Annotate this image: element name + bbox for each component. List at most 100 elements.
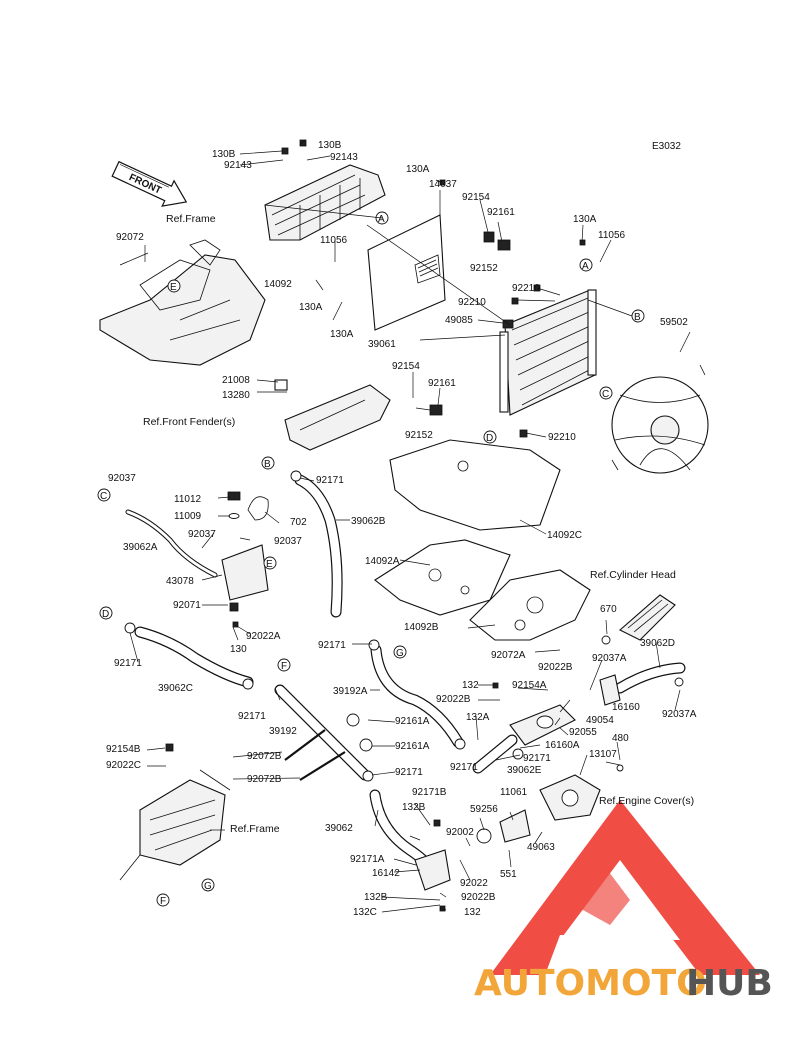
label-43078: 43078 (166, 576, 194, 587)
callout-b1: B (634, 312, 641, 323)
label-49063: 49063 (527, 842, 555, 853)
watermark-part2: HUB (686, 963, 773, 1004)
label-39061: 39061 (368, 339, 396, 350)
ref-frame-top: Ref.Frame (166, 213, 216, 225)
radiator-guard-14037 (367, 214, 446, 331)
label-13107: 13107 (589, 749, 617, 760)
thermostat-housing (509, 674, 621, 746)
label-92143-r: 92143 (330, 152, 358, 163)
hose-39062B (294, 474, 343, 618)
label-92171-left: 92171 (114, 658, 142, 669)
label-21008: 21008 (222, 375, 250, 386)
callout-e1: E (170, 282, 177, 293)
label-39062: 39062 (325, 823, 353, 834)
splash-shield-14092A (374, 539, 511, 616)
label-92072B-a: 92072B (247, 751, 282, 762)
label-92143-l: 92143 (224, 160, 252, 171)
label-130B-r: 130B (318, 140, 342, 151)
hose-39062E (472, 734, 518, 774)
water-pump (414, 774, 601, 891)
label-92037A-a: 92037A (592, 653, 627, 664)
label-92002: 92002 (446, 827, 474, 838)
ref-engine-cover-1: Ref.Engine Cover(s) (599, 795, 694, 807)
label-14092C: 14092C (547, 530, 582, 541)
label-11012: 11012 (174, 494, 202, 505)
callout-a1: A (378, 214, 385, 225)
callout-e2: E (266, 559, 273, 570)
label-92171-top: 92171 (316, 475, 344, 486)
label-92072A: 92072A (491, 650, 526, 661)
label-92022: 92022 (460, 878, 488, 889)
label-92161A-a: 92161A (395, 716, 430, 727)
label-132C: 132C (353, 907, 377, 918)
hose-39062A (125, 509, 218, 578)
callout-g1: G (396, 648, 404, 659)
label-11009: 11009 (174, 511, 202, 522)
label-39062D: 39062D (640, 638, 675, 649)
label-16142: 16142 (372, 868, 400, 879)
wire-92072B (284, 729, 346, 781)
pipe-39192 (274, 684, 371, 781)
label-92161-mid: 92161 (428, 378, 456, 389)
label-92072-frame: 92072 (116, 232, 144, 243)
label-92071: 92071 (173, 600, 201, 611)
label-39062A: 39062A (123, 542, 158, 553)
label-16160: 16160 (612, 702, 640, 713)
label-130B-l: 130B (212, 149, 236, 160)
watermark-part1: AUTOMOTO (474, 963, 707, 1004)
front-arrow-icon: FRONT (111, 160, 188, 207)
label-14092B: 14092B (404, 622, 439, 633)
frame-top-left (99, 239, 266, 366)
label-92022A: 92022A (246, 631, 281, 642)
callout-f2: F (160, 896, 166, 907)
front-fender-bracket (274, 379, 391, 451)
label-92210-a: 92210 (512, 283, 540, 294)
label-92171B: 92171B (412, 787, 447, 798)
label-14092: 14092 (264, 279, 292, 290)
label-92161-top: 92161 (487, 207, 515, 218)
watermark-text: AUTOMOTO HUB (474, 963, 773, 1004)
watermark-logo (490, 800, 760, 975)
cooling-fan-59502 (611, 364, 709, 474)
label-14092A: 14092A (365, 556, 400, 567)
label-59502: 59502 (660, 317, 688, 328)
ref-frame-bottom: Ref.Frame (230, 823, 280, 835)
pipe-39192A (370, 644, 464, 748)
callout-b2: B (264, 459, 271, 470)
label-92154A: 92154A (512, 680, 547, 691)
radiator-39061 (499, 289, 597, 416)
label-132-b: 132 (464, 907, 481, 918)
callout-markers: A A B C D E B C E D F G F G (97, 211, 645, 907)
label-92055: 92055 (569, 727, 597, 738)
label-92171-mid: 92171 (318, 640, 346, 651)
label-39062B: 39062B (351, 516, 386, 527)
label-14037: 14037 (429, 179, 457, 190)
label-92171-d: 92171 (238, 711, 266, 722)
label-39062C: 39062C (158, 683, 193, 694)
label-92022C: 92022C (106, 760, 141, 771)
label-480: 480 (612, 733, 629, 744)
label-39062E: 39062E (507, 765, 542, 776)
label-132B-b: 132B (364, 892, 388, 903)
label-11056-mid: 11056 (320, 235, 348, 246)
label-92171-e: 92171 (395, 767, 423, 778)
callout-c1: C (602, 389, 609, 400)
label-92152-top: 92152 (470, 263, 498, 274)
label-92072B-b: 92072B (247, 774, 282, 785)
fan-shroud-14092 (264, 164, 386, 241)
hose-39062D (614, 662, 686, 694)
label-551: 551 (500, 869, 517, 880)
label-11061: 11061 (500, 787, 528, 798)
label-92022B-a: 92022B (538, 662, 573, 673)
callout-a2: A (582, 261, 589, 272)
label-92037A-b: 92037A (662, 709, 697, 720)
label-39192A: 39192A (333, 686, 368, 697)
label-92037-mid: 92037 (188, 529, 216, 540)
callout-f1: F (281, 661, 287, 672)
label-670: 670 (600, 604, 617, 615)
splash-shield-14092C (389, 439, 561, 531)
label-130A-top: 130A (406, 164, 430, 175)
label-92171-e2: 92171 (450, 762, 478, 773)
label-92171A: 92171A (350, 854, 385, 865)
